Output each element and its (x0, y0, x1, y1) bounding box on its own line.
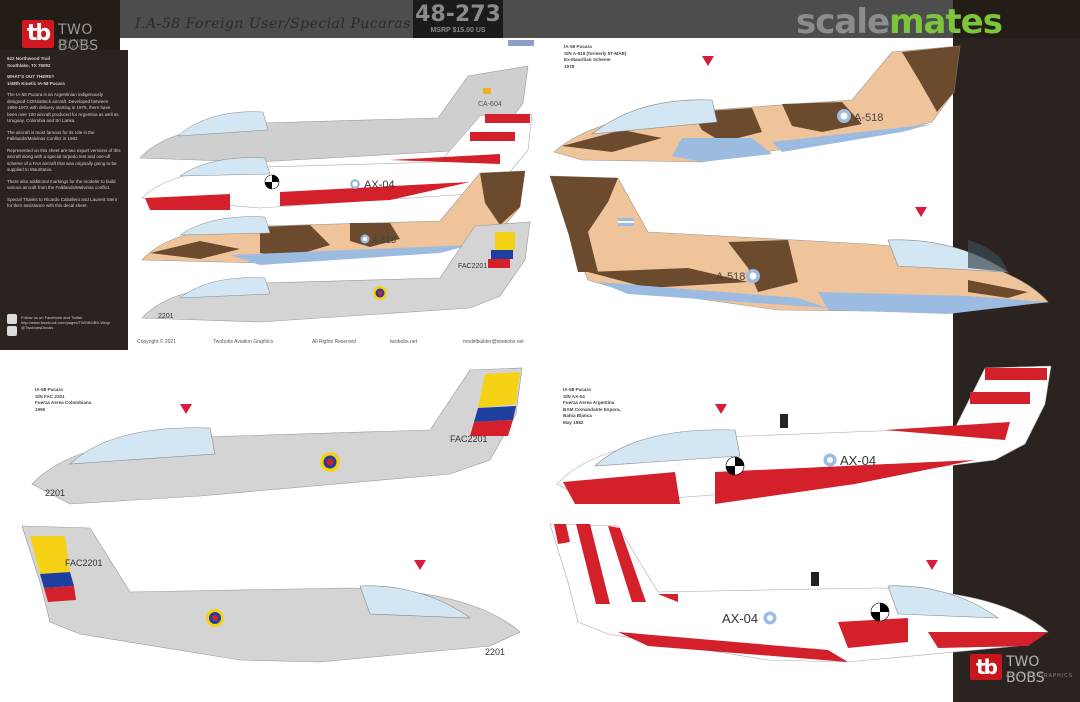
svg-text:2201: 2201 (485, 647, 505, 657)
product-code-box: 48-273 MSRP $15.00 US (413, 0, 503, 38)
blue-tag-decal (508, 40, 534, 46)
copyright: Copyright © 2021 (137, 339, 176, 345)
twitter-icon[interactable] (7, 326, 17, 336)
svg-text:2201: 2201 (158, 313, 174, 320)
tail-code: CA-604 (478, 101, 502, 108)
website-link[interactable]: twobobs.net (390, 339, 417, 345)
profile-colombia-right: FAC2201 2201 (21, 525, 521, 663)
sidebar-paragraph: The IA-58 Pucara is an Argentinian indig… (7, 92, 119, 123)
sidebar-paragraph: Special Thanks to Ricardo Caballero and … (7, 196, 118, 209)
caption-mauritania: IA-58 Pucara S/N A-518 (formerly 5T-MAB)… (564, 44, 627, 69)
twitter-link[interactable]: @TwobobsDecals (21, 325, 54, 330)
serial: AX-04 (364, 179, 395, 191)
brand-mark-icon: tb (970, 654, 1002, 680)
svg-text:2201: 2201 (45, 488, 65, 498)
svg-text:AX-04: AX-04 (840, 453, 876, 468)
rescue-arrow-icon (702, 56, 714, 66)
product-code: 48-273 (415, 2, 501, 27)
profile-ax04-left: AX-04 (556, 365, 1052, 505)
brand-block: tb TWO BOBS AVIATION GRAPHICS (0, 0, 120, 54)
header-right-panel (953, 0, 1080, 38)
profile-colombia-left: FAC2201 2201 (31, 367, 523, 505)
svg-text:AX-04: AX-04 (722, 611, 758, 626)
msrp-price: MSRP $15.00 US (430, 27, 486, 34)
facebook-icon[interactable] (7, 314, 17, 324)
profile-ax04-right: AX-04 (549, 523, 1049, 663)
svg-text:A-518: A-518 (716, 271, 745, 283)
brand-subtitle: AVIATION GRAPHICS (58, 39, 93, 51)
sidebar-paragraph: The aircraft is most famous for its role… (7, 129, 95, 142)
address: 622 Northwood Trail Southlake, TX 76092 (7, 56, 51, 68)
facebook-link[interactable]: http://www.facebook.com/pages/TWOBOBS-Wr… (21, 320, 110, 325)
social-links: Follow us on Facebook and Twitter http:/… (7, 314, 121, 338)
brand-logo-icon: tb (22, 20, 54, 48)
caption-ax04: IA-58 Pucara S/N AX-04 Fuerza Aerea Arge… (563, 387, 621, 425)
profile-ax04-small: AX-04 (141, 113, 533, 210)
email-link[interactable]: modelbuilder@twobobs.net (463, 339, 524, 345)
svg-text:A-518: A-518 (854, 112, 883, 124)
brand-logo-bottom: tb TWO BOBS AVIATION GRAPHICS (970, 650, 1080, 690)
whats-out-there: WHAT'S OUT THERE? 1/48th Kinetic IA-58 P… (7, 74, 65, 86)
svg-text:FAC2201: FAC2201 (450, 434, 488, 444)
header-bar (0, 0, 1080, 38)
sheet-title: I.A-58 Foreign User/Special Pucaras (135, 16, 411, 32)
sidebar-paragraph: Represented on this sheet are two export… (7, 147, 121, 173)
svg-text:FAC2201: FAC2201 (65, 558, 103, 568)
sidebar-paragraph: There also additional markings for the m… (7, 178, 116, 191)
caption-colombia: IA-58 Pucara S/N FAC 2201 Fuerza Aerea C… (35, 387, 92, 412)
profile-mauritania-left: A-518 (553, 45, 961, 163)
profile-a518-small: A-518 (141, 170, 526, 265)
svg-text:FAC2201: FAC2201 (458, 263, 487, 270)
profile-colombia-small: FAC2201 2201 (141, 221, 531, 323)
company-name: Twobobs Aviation Graphics (213, 339, 274, 345)
info-sidebar: 622 Northwood Trail Southlake, TX 76092 … (0, 50, 128, 350)
scalemates-watermark: scalemates (796, 2, 1003, 42)
rights: All Rights Reserved (312, 339, 356, 345)
profile-mauritania-right: A-518 (549, 175, 1049, 314)
svg-text:A-518: A-518 (372, 235, 396, 245)
